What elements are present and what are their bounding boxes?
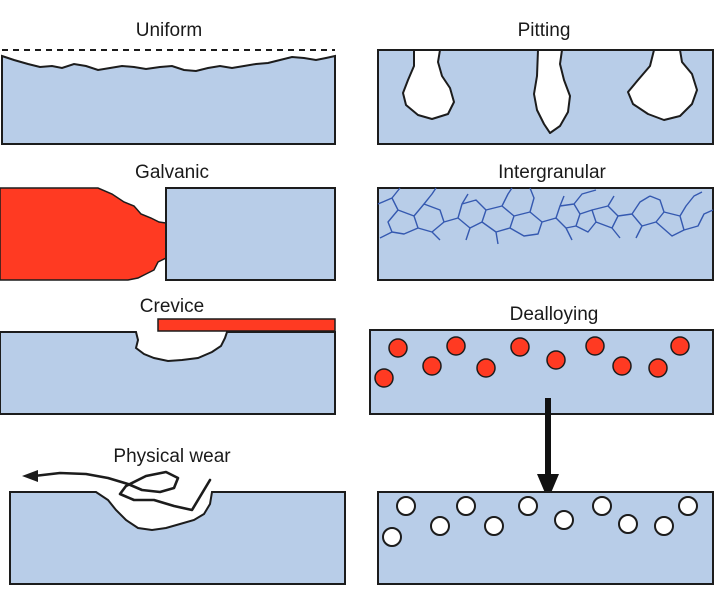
leached-void xyxy=(518,496,538,516)
leached-void xyxy=(654,516,674,536)
leached-void xyxy=(678,496,698,516)
pit-1 xyxy=(402,49,455,120)
leached-void xyxy=(484,516,504,536)
label-galvanic: Galvanic xyxy=(135,162,209,183)
galvanic-anode-metal xyxy=(0,187,167,281)
physical-wear-panel xyxy=(9,470,346,585)
intergranular-panel xyxy=(377,187,714,281)
leached-void xyxy=(382,527,402,547)
leached-void xyxy=(618,514,638,534)
leached-void xyxy=(554,510,574,530)
pitting-panel xyxy=(377,49,714,145)
dealloying-leached-block xyxy=(377,491,714,585)
crevice-gasket xyxy=(157,318,336,332)
leached-void xyxy=(456,496,476,516)
leached-voids xyxy=(382,496,698,547)
alloy-particle xyxy=(422,356,442,376)
dealloying-panel xyxy=(369,329,714,585)
crevice-panel xyxy=(0,318,336,415)
alloy-particle xyxy=(612,356,632,376)
uniform-panel xyxy=(1,49,336,145)
pit-3 xyxy=(627,49,698,121)
dealloying-arrow xyxy=(537,398,559,500)
wear-metal-block xyxy=(9,491,346,585)
galvanic-panel xyxy=(0,187,336,281)
alloy-particle xyxy=(648,358,668,378)
wear-flow-path xyxy=(32,470,212,512)
alloy-particle xyxy=(388,338,408,358)
leached-void xyxy=(430,516,450,536)
label-intergranular: Intergranular xyxy=(498,162,606,183)
alloy-particle xyxy=(374,368,394,388)
alloy-particle xyxy=(446,336,466,356)
alloy-particle xyxy=(510,337,530,357)
intergranular-metal-block xyxy=(377,187,714,281)
label-crevice: Crevice xyxy=(139,296,205,317)
arrow-left-icon xyxy=(22,470,38,482)
leached-void xyxy=(592,496,612,516)
arrow-head-down-icon xyxy=(537,474,559,500)
label-pitting: Pitting xyxy=(517,20,571,41)
alloy-particle xyxy=(476,358,496,378)
crevice-metal-block xyxy=(0,331,336,415)
label-dealloying: Dealloying xyxy=(509,304,599,325)
label-uniform: Uniform xyxy=(135,20,203,41)
alloy-particle xyxy=(546,350,566,370)
uniform-metal-block xyxy=(1,54,336,145)
galvanic-cathode-metal xyxy=(165,187,336,281)
alloy-particle xyxy=(585,336,605,356)
alloy-particle xyxy=(670,336,690,356)
leached-void xyxy=(396,496,416,516)
grain-boundaries xyxy=(377,187,714,245)
label-physical-wear: Physical wear xyxy=(113,446,231,467)
pit-2 xyxy=(533,49,571,134)
alloy-particles xyxy=(374,336,690,388)
